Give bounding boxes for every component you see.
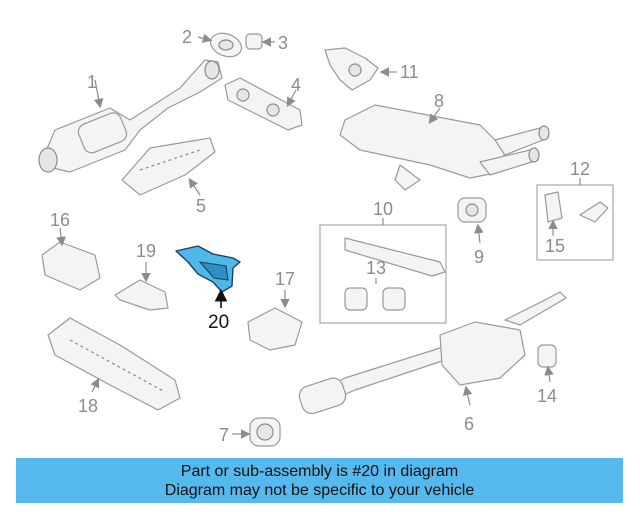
part-3-nut[interactable]: 3 — [245, 33, 288, 53]
callout-4: 4 — [291, 75, 301, 95]
callout-16: 16 — [50, 210, 70, 230]
part-16-heat-shield[interactable]: 16 — [41, 210, 101, 291]
callout-20: 20 — [208, 312, 229, 333]
callout-18: 18 — [78, 396, 98, 416]
callout-2: 2 — [182, 27, 192, 47]
part-10-bracket-kit[interactable]: 10 13 — [319, 199, 447, 324]
callout-14: 14 — [537, 386, 557, 406]
part-1-catalytic-converter[interactable]: 1 — [38, 59, 223, 173]
callout-17: 17 — [275, 269, 295, 289]
callout-10: 10 — [373, 199, 393, 219]
callout-19: 19 — [136, 241, 156, 261]
part-2-gasket[interactable]: 2 — [182, 27, 245, 61]
banner-line-1: Part or sub-assembly is #20 in diagram — [180, 462, 459, 480]
banner-line-2: Diagram may not be specific to your vehi… — [164, 481, 475, 499]
part-9-rubber-hanger[interactable]: 9 — [457, 197, 487, 267]
part-8-muffler[interactable]: 8 — [339, 91, 550, 191]
callout-15: 15 — [545, 236, 565, 256]
part-14-rubber-hanger[interactable]: 14 — [537, 344, 557, 406]
part-7-clamp[interactable]: 7 — [219, 417, 281, 447]
callout-9: 9 — [474, 247, 484, 267]
part-19-heat-shield[interactable]: 19 — [114, 241, 169, 311]
callout-3: 3 — [278, 33, 288, 53]
callout-5: 5 — [196, 196, 206, 216]
part-11-hanger-bracket[interactable]: 11 — [324, 47, 419, 91]
parts-diagram: 1 2 3 4 5 11 — [38, 27, 614, 447]
callout-11: 11 — [400, 62, 419, 82]
part-4-gasket-plate[interactable]: 4 — [224, 75, 303, 131]
part-5-heat-shield[interactable]: 5 — [121, 137, 216, 216]
info-banner: Part or sub-assembly is #20 in diagram D… — [16, 458, 623, 503]
part-6-rear-muffler[interactable]: 6 — [297, 291, 567, 434]
callout-1: 1 — [87, 72, 97, 92]
callout-7: 7 — [219, 425, 229, 445]
part-20-heat-shield-highlighted[interactable]: 20 — [175, 245, 241, 333]
part-17-heat-shield[interactable]: 17 — [247, 269, 303, 351]
part-12-hanger-set[interactable]: 12 15 — [536, 159, 614, 261]
callout-13: 13 — [366, 258, 386, 278]
callout-8: 8 — [434, 91, 444, 111]
part-18-long-heat-shield[interactable]: 18 — [47, 317, 181, 416]
callout-12: 12 — [570, 159, 590, 179]
callout-6: 6 — [464, 414, 474, 434]
